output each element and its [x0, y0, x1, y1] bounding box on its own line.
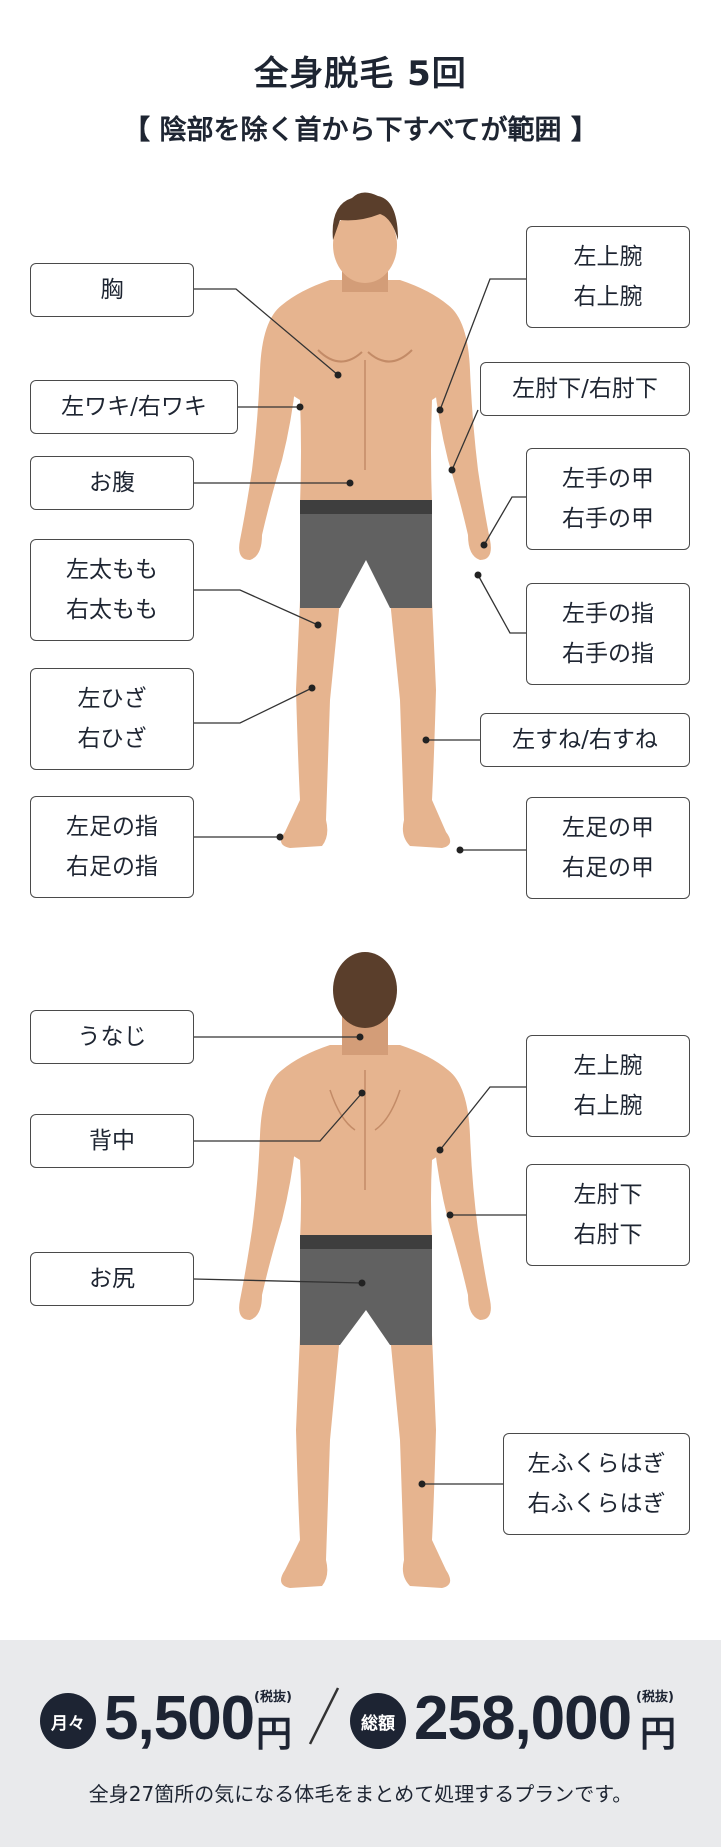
label-line: 左ワキ/右ワキ: [61, 394, 207, 420]
label-calf: 左ふくらはぎ 右ふくらはぎ: [503, 1433, 690, 1535]
label-toes: 左足の指 右足の指: [30, 796, 194, 898]
label-line: 左足の甲: [562, 815, 654, 841]
label-line: 左太もも: [66, 557, 158, 583]
page-title: 全身脱毛 5回: [254, 54, 467, 94]
label-line: 左肘下: [573, 1182, 643, 1208]
label-line: 右ひざ: [77, 726, 147, 752]
label-line: 右肘下: [573, 1222, 643, 1248]
body-diagram: [193, 192, 526, 1588]
label-line: 左足の指: [66, 814, 158, 840]
label-shin: 左すね/右すね: [480, 713, 690, 767]
label-line: 右手の指: [562, 641, 654, 667]
leader-lines: [193, 278, 526, 1485]
label-line: 右手の甲: [562, 506, 654, 532]
label-thigh: 左太もも 右太もも: [30, 539, 194, 641]
target-dots: [276, 371, 488, 1488]
label-line: お腹: [89, 470, 135, 496]
label-line: 右足の指: [66, 854, 158, 880]
label-line: 背中: [89, 1128, 135, 1154]
label-line: 左すね/右すね: [512, 727, 658, 753]
label-chest: 胸: [30, 263, 194, 317]
label-line: 左上腕: [573, 244, 643, 270]
label-line: 左手の甲: [562, 466, 654, 492]
label-upper-arm-front: 左上腕 右上腕: [526, 226, 690, 328]
footer-description: 全身27箇所の気になる体毛をまとめて処理するプランです。: [88, 1782, 633, 1806]
label-line: 右上腕: [573, 284, 643, 310]
price-separator: [308, 1687, 340, 1745]
label-forearm-back: 左肘下 右肘下: [526, 1164, 690, 1266]
back-figure: [239, 952, 491, 1588]
page-subtitle: 【 陰部を除く首から下すべてが範囲 】: [123, 115, 598, 146]
label-nape: うなじ: [30, 1010, 194, 1064]
label-belly: お腹: [30, 456, 194, 510]
label-forearm-front: 左肘下/右肘下: [480, 362, 690, 416]
label-line: 右太もも: [66, 597, 158, 623]
monthly-badge: 月々: [40, 1693, 96, 1749]
label-line: 右上腕: [573, 1093, 643, 1119]
label-buttocks: お尻: [30, 1252, 194, 1306]
monthly-tax-note: (税抜): [254, 1690, 292, 1705]
label-back: 背中: [30, 1114, 194, 1168]
monthly-yen: 円: [256, 1714, 293, 1755]
label-line: 左手の指: [562, 601, 654, 627]
label-fingers: 左手の指 右手の指: [526, 583, 690, 685]
label-line: 左ふくらはぎ: [527, 1451, 666, 1477]
label-upper-arm-back: 左上腕 右上腕: [526, 1035, 690, 1137]
label-foot-top: 左足の甲 右足の甲: [526, 797, 690, 899]
monthly-price: 5,500: [104, 1684, 255, 1753]
label-line: うなじ: [77, 1024, 147, 1050]
label-armpit: 左ワキ/右ワキ: [30, 380, 238, 434]
label-line: 右足の甲: [562, 855, 654, 881]
label-line: 左ひざ: [77, 686, 147, 712]
label-line: 胸: [100, 277, 124, 303]
label-line: 右ふくらはぎ: [527, 1491, 666, 1517]
total-price: 258,000: [414, 1684, 632, 1753]
total-tax-note: (税抜): [636, 1690, 674, 1705]
label-knee: 左ひざ 右ひざ: [30, 668, 194, 770]
total-yen: 円: [640, 1714, 677, 1755]
front-figure: [239, 192, 491, 848]
label-line: 左上腕: [573, 1053, 643, 1079]
label-hand-back: 左手の甲 右手の甲: [526, 448, 690, 550]
label-line: 左肘下/右肘下: [512, 376, 658, 402]
total-badge: 総額: [350, 1693, 406, 1749]
label-line: お尻: [89, 1266, 135, 1292]
